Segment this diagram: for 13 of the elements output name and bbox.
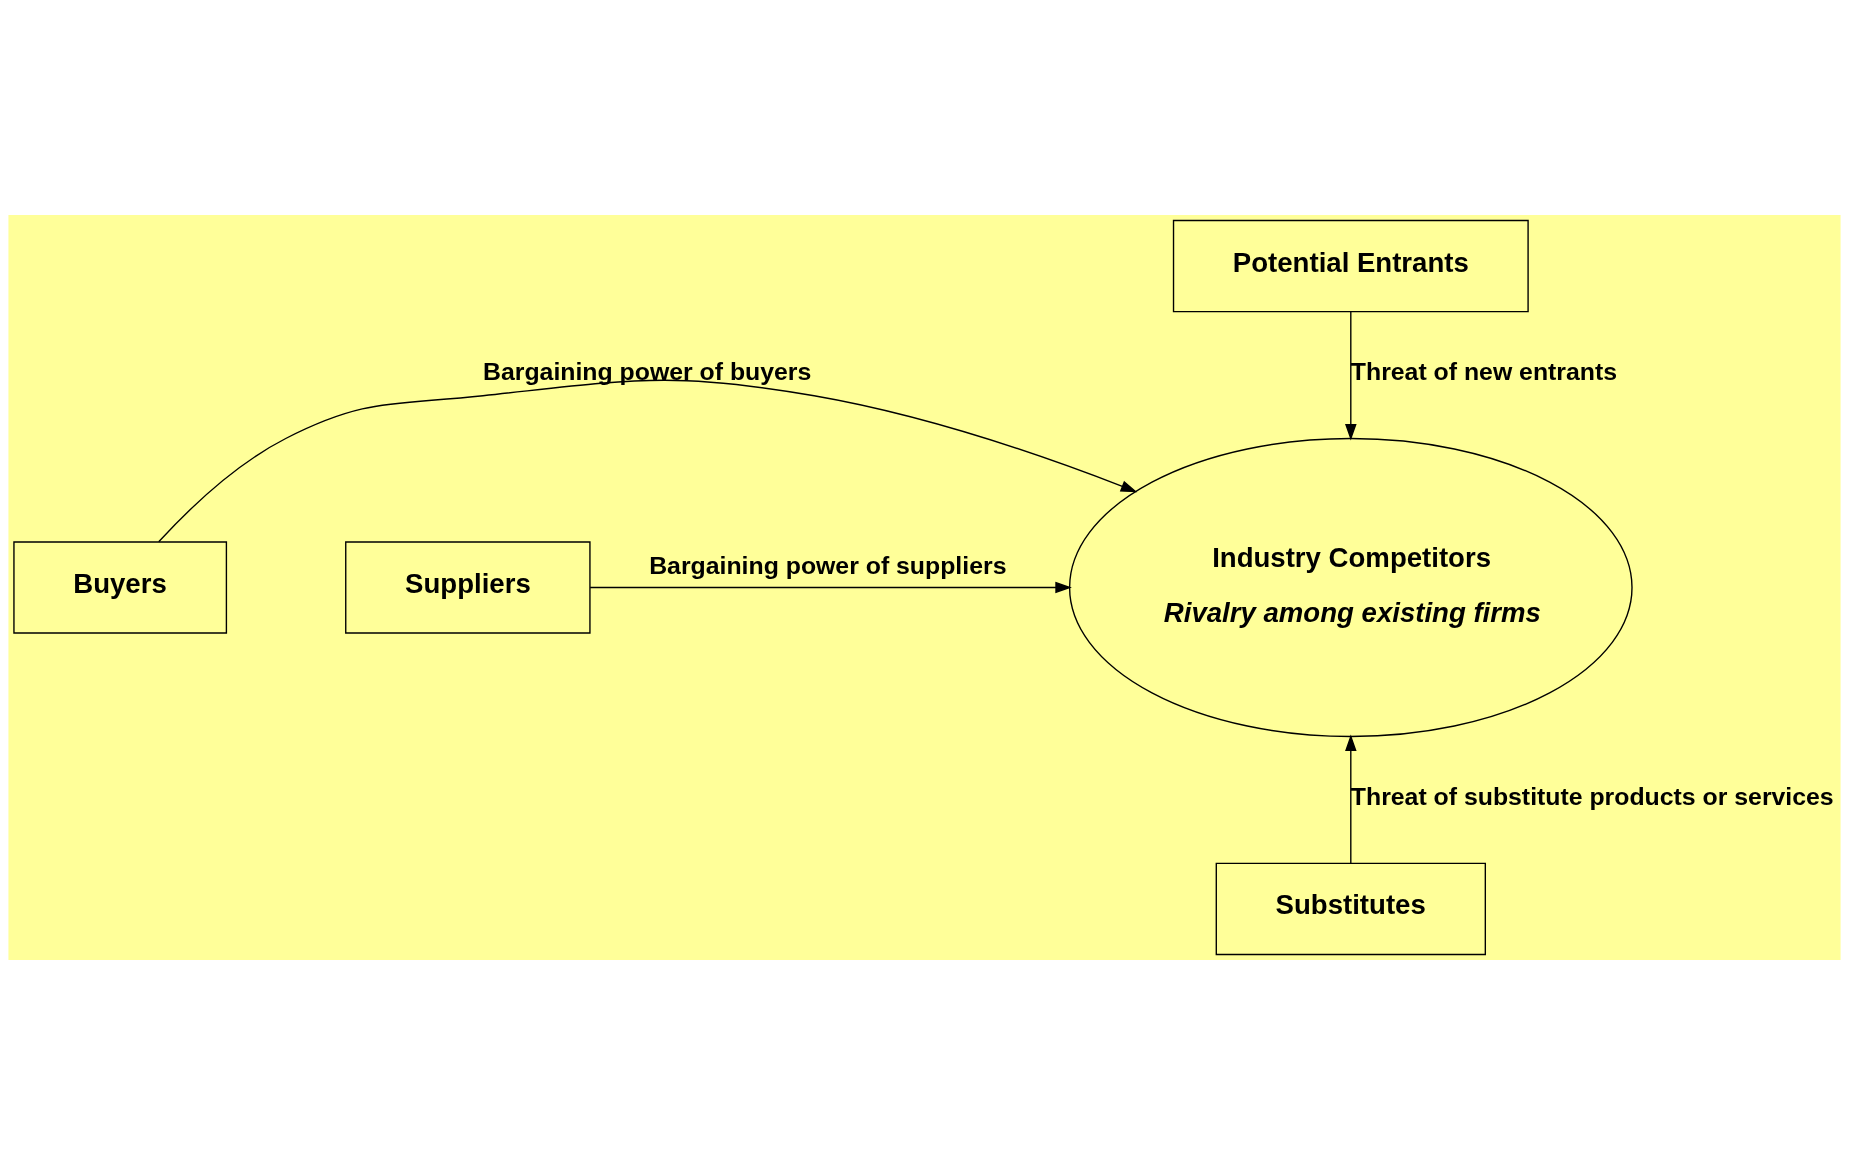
arrow [589,581,1072,594]
edge-label: Threat of new entrants [1350,357,1618,385]
arrow [1345,311,1357,441]
arrow [1345,734,1357,864]
node-ellipse: Industry Competitors Rivalry among existing firms [1068,437,1633,738]
node-box: Potential Entrants [1172,219,1529,313]
node-box: Substitutes [1215,862,1486,956]
arrow [158,379,1138,543]
node-box: Suppliers [345,541,591,634]
edge-label: Bargaining power of buyers [483,357,812,385]
node-box: Buyers [13,541,228,634]
edge-label: Bargaining power of suppliers [649,552,1007,580]
edge-label: Threat of substitute products or services [1350,782,1834,810]
